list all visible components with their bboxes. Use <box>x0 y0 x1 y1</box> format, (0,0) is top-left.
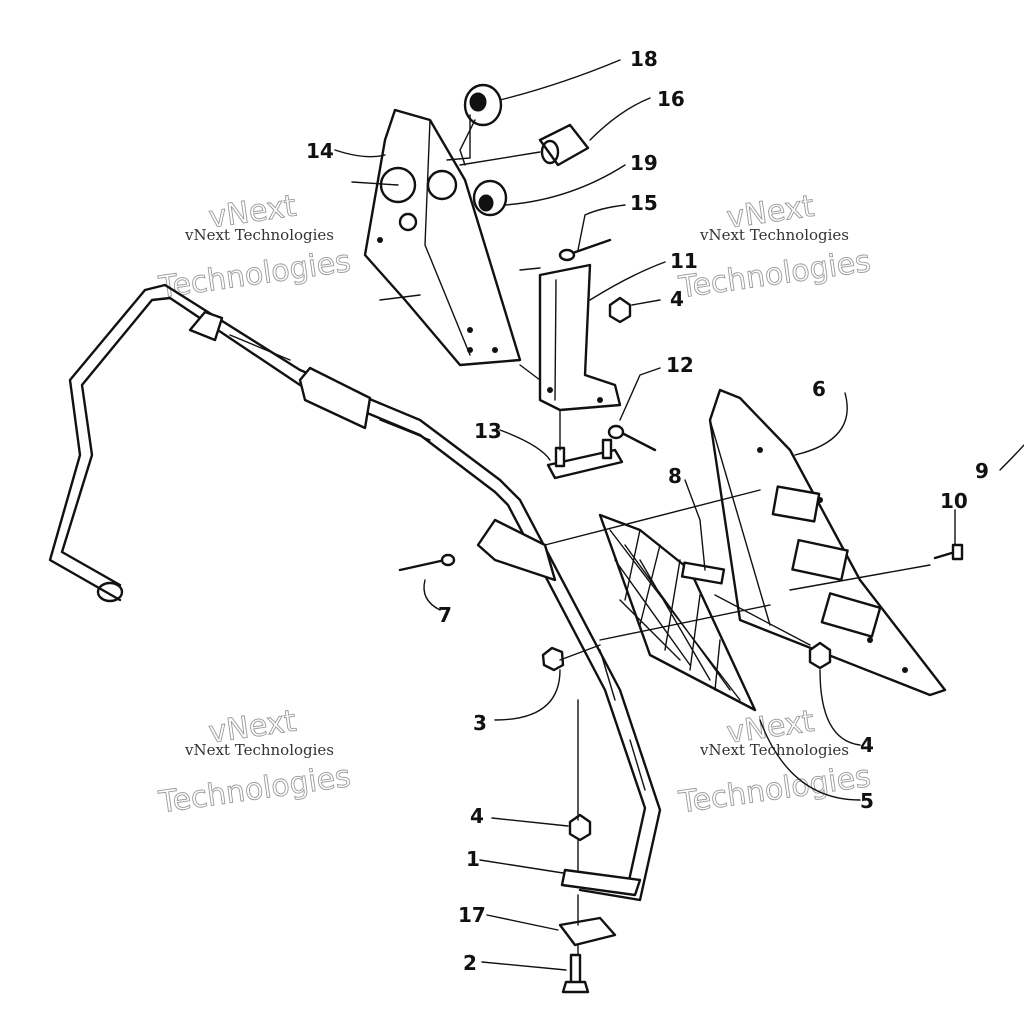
nut-4-lower <box>568 813 592 842</box>
plate-13 <box>546 438 624 480</box>
tube-end-left <box>96 581 124 603</box>
callout-13: 13 <box>474 419 502 443</box>
callout-10: 10 <box>940 489 968 513</box>
bushing-16 <box>538 123 590 167</box>
callout-5: 5 <box>860 789 874 813</box>
watermark-logo-text: Technologies <box>676 244 873 306</box>
plate-hole <box>379 166 417 204</box>
foot-bracket-1 <box>560 868 642 897</box>
callout-labels: 18 16 19 15 11 4 12 13 14 6 9 10 8 7 3 4… <box>306 47 989 975</box>
bolt-2 <box>561 953 590 994</box>
callout-15: 15 <box>630 191 658 215</box>
callout-7: 7 <box>438 603 452 627</box>
callout-14: 14 <box>306 139 334 163</box>
assembly-lines <box>351 114 931 956</box>
watermark-bottom-left: vNext vNext Technologies Technologies <box>156 703 354 821</box>
bar-sleeve <box>298 366 372 430</box>
watermark-logo-text: Technologies <box>156 244 353 306</box>
watermark-label: vNext Technologies <box>184 741 334 759</box>
pin-15 <box>558 238 612 262</box>
nut-4-upper <box>608 296 632 324</box>
grommet-19 <box>472 179 508 217</box>
watermark-top-left: vNext vNext Technologies Technologies <box>156 188 354 306</box>
nut-3 <box>541 646 565 672</box>
side-panel-6 <box>708 388 947 697</box>
watermark-top-right: vNext vNext Technologies Technologies <box>676 188 874 306</box>
callout-4-upper: 4 <box>670 287 684 311</box>
watermark-label: vNext Technologies <box>184 226 334 244</box>
callout-9: 9 <box>975 459 989 483</box>
leader-lines <box>334 59 1024 971</box>
watermark-logo-text: Technologies <box>676 759 873 821</box>
nut-4-right <box>808 641 832 670</box>
callout-17: 17 <box>458 903 486 927</box>
watermark-logo-text: Technologies <box>156 759 353 821</box>
callout-2: 2 <box>463 951 477 975</box>
callout-4-lower: 4 <box>470 804 484 828</box>
callout-4-right: 4 <box>860 733 874 757</box>
callout-18: 18 <box>630 47 658 71</box>
plate-hole <box>426 169 458 201</box>
callout-19: 19 <box>630 151 658 175</box>
callout-11: 11 <box>670 249 698 273</box>
bracket-11 <box>538 263 622 412</box>
plate-hole <box>398 212 418 232</box>
callout-16: 16 <box>657 87 685 111</box>
bar-tab <box>188 310 224 342</box>
watermark-label: vNext Technologies <box>699 226 849 244</box>
pin-7 <box>398 553 456 572</box>
grommet-18 <box>463 83 503 127</box>
callout-6: 6 <box>812 377 826 401</box>
mounting-plate-14 <box>363 108 522 367</box>
callout-8: 8 <box>668 464 682 488</box>
pin-12 <box>607 424 657 452</box>
plate-17 <box>558 916 617 947</box>
callout-12: 12 <box>666 353 694 377</box>
handle-bar-tube <box>48 283 662 902</box>
bracket-tab-7 <box>476 518 557 582</box>
callout-1: 1 <box>466 847 480 871</box>
bolt-10 <box>933 543 964 561</box>
callout-3: 3 <box>473 711 487 735</box>
watermark-bottom-right: vNext vNext Technologies Technologies <box>676 703 874 821</box>
